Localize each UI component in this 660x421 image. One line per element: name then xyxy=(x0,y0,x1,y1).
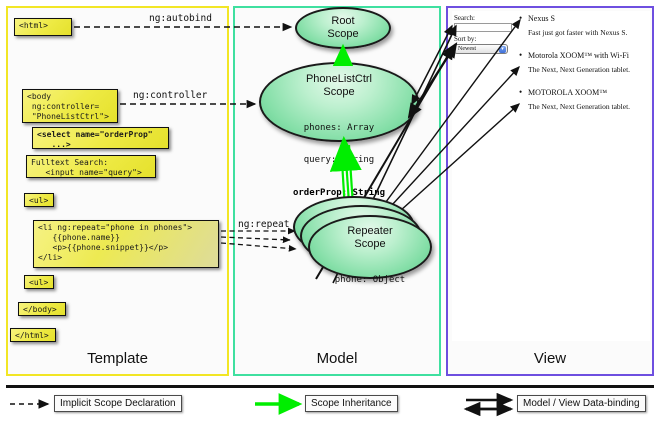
scope-repeater-title-line2: Scope xyxy=(354,237,386,250)
legend-label-scope-inheritance: Scope Inheritance xyxy=(305,395,398,412)
chevron-down-icon: ▾ xyxy=(499,46,506,53)
code-box-fulltext-search: Fulltext Search: <input name="query"> xyxy=(26,155,156,178)
legend-divider xyxy=(6,385,654,388)
sort-by-selected-value: Newest xyxy=(458,46,476,52)
scope-phonelistctrl-prop-query: query: String xyxy=(303,155,375,166)
phone-item-snippet-2: The Next, Next Generation tablet. xyxy=(528,102,631,111)
phone-item-snippet-1: The Next, Next Generation tablet. xyxy=(528,65,631,74)
view-preview: Search: Sort by: Newest ▾ Nexus S Fast j… xyxy=(452,11,650,341)
code-box-html-open: <html> xyxy=(14,18,72,36)
scope-repeater-title-line1: Repeater xyxy=(347,225,393,237)
code-box-body-open: <body ng:controller= "PhoneListCtrl"> xyxy=(22,89,118,123)
scope-repeater-prop-phone: phone: Object xyxy=(334,274,406,285)
column-template xyxy=(6,6,229,376)
code-box-ul-open: <ul> xyxy=(24,193,54,207)
sort-by-select[interactable]: Newest ▾ xyxy=(454,44,508,54)
legend-label-implicit-scope-declaration: Implicit Scope Declaration xyxy=(54,395,182,412)
scope-root: Root Scope xyxy=(295,7,391,49)
legend-label-model-view-data-binding: Model / View Data-binding xyxy=(517,395,646,412)
phone-item-snippet-0: Fast just got faster with Nexus S. xyxy=(528,28,628,37)
phone-item-name-0[interactable]: Nexus S xyxy=(519,13,555,23)
code-box-select: <select name="orderProp" ...> xyxy=(32,127,169,149)
scope-phonelistctrl: PhoneListCtrl Scope phones: Array query:… xyxy=(259,62,419,198)
scope-repeater: Repeater Scope phone: Object xyxy=(308,215,432,285)
code-box-html-close: </html> xyxy=(10,328,56,342)
binding-label-controller: ng:controller xyxy=(133,90,208,101)
binding-label-autobind: ng:autobind xyxy=(149,13,212,24)
phone-item-name-2[interactable]: MOTOROLA XOOM™ xyxy=(519,87,607,97)
scope-phonelistctrl-title-line1: PhoneListCtrl xyxy=(305,73,373,85)
scope-phonelistctrl-title-line2: Scope xyxy=(323,85,355,98)
column-label-view: View xyxy=(533,350,567,367)
code-box-body-close: </body> xyxy=(18,302,66,316)
scope-phonelistctrl-prop-phones: phones: Array xyxy=(303,122,375,133)
column-label-model: Model xyxy=(316,350,358,367)
code-box-ul-close: <ul> xyxy=(24,275,54,289)
view-search-label: Search: xyxy=(454,14,475,22)
code-box-li-repeat: <li ng:repeat="phone in phones"> {{phone… xyxy=(33,220,219,268)
view-sort-label: Sort by: xyxy=(454,35,477,43)
phone-item-name-1[interactable]: Motorola XOOM™ with Wi-Fi xyxy=(519,50,629,60)
column-label-template: Template xyxy=(87,350,148,367)
binding-label-repeat: ng:repeat xyxy=(238,219,290,230)
scope-root-title-line2: Scope xyxy=(327,27,359,40)
search-input[interactable] xyxy=(454,23,512,32)
scope-root-title-line1: Root xyxy=(331,15,355,27)
